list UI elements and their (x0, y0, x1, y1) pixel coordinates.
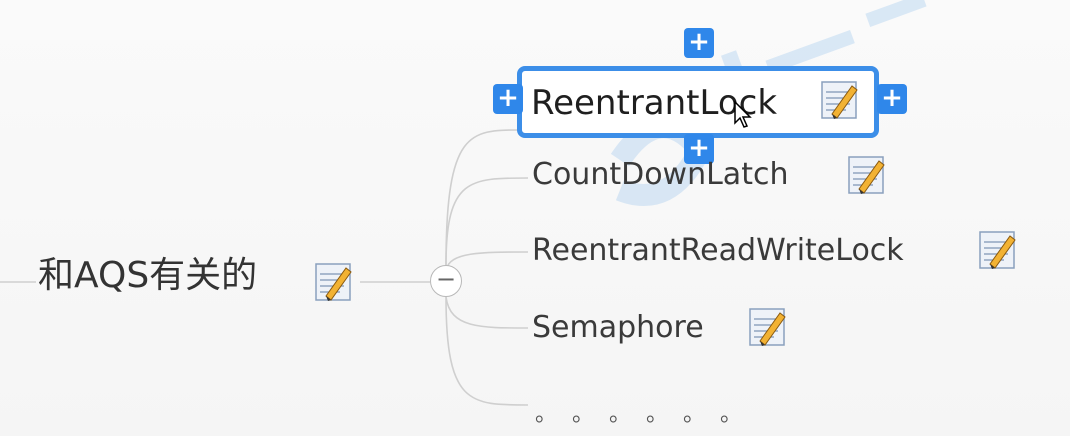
plus-icon: + (688, 27, 710, 57)
child-topic-ellipsis[interactable]: 。。。。。。 (535, 404, 768, 426)
note-icon[interactable] (314, 262, 354, 302)
add-topic-left-handle[interactable]: + (493, 84, 523, 114)
collapse-icon: − (435, 265, 457, 293)
child-topic-label: Semaphore (532, 310, 704, 345)
child-topic-semaphore[interactable]: Semaphore (532, 313, 704, 343)
root-topic[interactable]: 和AQS有关的 (38, 258, 257, 294)
note-icon[interactable] (748, 307, 788, 347)
plus-icon: + (497, 83, 519, 113)
add-topic-below-handle[interactable]: + (684, 134, 714, 164)
add-topic-above-handle[interactable]: + (684, 28, 714, 58)
child-topic-label: ReentrantReadWriteLock (532, 233, 904, 268)
child-topic-label: CountDownLatch (532, 157, 789, 192)
add-topic-right-handle[interactable]: + (877, 84, 907, 114)
note-icon[interactable] (847, 155, 887, 195)
child-topic-reentrantreadwritelock[interactable]: ReentrantReadWriteLock (532, 236, 904, 266)
plus-icon: + (881, 83, 903, 113)
mouse-cursor-icon (734, 101, 752, 128)
note-icon[interactable] (978, 230, 1018, 270)
child-topic-countdownlatch[interactable]: CountDownLatch (532, 160, 788, 190)
root-topic-label: 和AQS有关的 (38, 255, 258, 296)
note-icon[interactable] (820, 80, 860, 120)
collapse-button[interactable]: − (430, 265, 462, 297)
plus-icon: + (688, 133, 710, 163)
child-topic-label: 。。。。。。 (535, 402, 769, 427)
